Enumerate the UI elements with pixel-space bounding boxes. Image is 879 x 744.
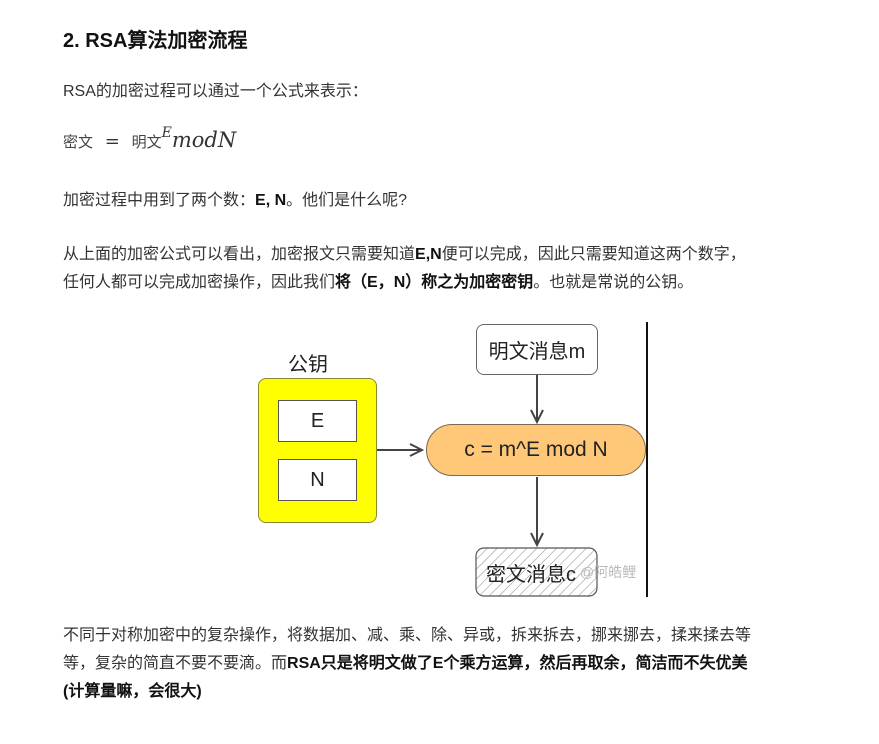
text: 等，复杂的简直不要不要滴。而 [63,655,288,672]
question-text: 加密过程中用到了两个数： [63,192,256,209]
text: 便可以完成，因此只需要知道这两个数字， [441,246,746,263]
formula-ciphertext: 密文 [63,133,94,151]
question-paragraph: 加密过程中用到了两个数：E, N。他们是什么呢? [63,187,407,215]
text: 任何人都可以完成加密操作，因此我们 [63,274,336,291]
formula-mod: modN [171,128,237,152]
section-heading: 2. RSA算法加密流程 [63,30,248,52]
formula-exponent: E [161,125,172,141]
watermark: @阿皓鲤 [580,564,637,580]
summary-line-1: 不同于对称加密中的复杂操作，将数据加、减、乘、除、异或，拆来拆去，挪来挪去，揉来… [63,627,752,644]
ciphertext-box: 密文消息c [486,563,576,586]
bold-text: E,N [415,246,442,263]
question-bold: E, N [255,192,287,209]
summary-line-2: 等，复杂的简直不要不要滴。而RSA只是将明文做了E个乘方运算，然后再取余，简洁而… [63,650,747,678]
plaintext-box: 明文消息m [476,324,598,375]
formula-box: c = m^E mod N [426,424,646,476]
formula-plaintext: 明文 [131,133,162,151]
e-box: E [278,400,357,442]
explanation-line-1: 从上面的加密公式可以看出，加密报文只需要知道E,N便可以完成，因此只需要知道这两… [63,241,746,269]
question-tail: 。他们是什么呢? [286,192,408,209]
text: 从上面的加密公式可以看出，加密报文只需要知道 [63,246,416,263]
rsa-diagram: 公钥 E N 明文消息m c = m^E mod N 密文消息c @阿皓鲤 [250,320,660,610]
n-box: N [278,459,357,501]
formula-equals: = [104,131,120,152]
text: 。也就是常说的公钥。 [533,274,694,291]
bold-text: RSA只是将明文做了E个乘方运算，然后再取余，简洁而不失优美 [287,655,748,672]
intro-paragraph: RSA的加密过程可以通过一个公式来表示： [63,83,368,100]
bold-text: 将（E，N）称之为加密密钥 [335,274,534,291]
explanation-line-2: 任何人都可以完成加密操作，因此我们将（E，N）称之为加密密钥。也就是常说的公钥。 [63,269,693,297]
encryption-formula: 密文 = 明文EmodN [63,125,237,152]
bold-text: (计算量嘛，会很大) [63,683,202,700]
diagram-connectors [377,375,598,597]
public-key-label: 公钥 [288,353,328,376]
summary-line-3: (计算量嘛，会很大) [63,678,202,706]
divider-line [646,322,648,597]
